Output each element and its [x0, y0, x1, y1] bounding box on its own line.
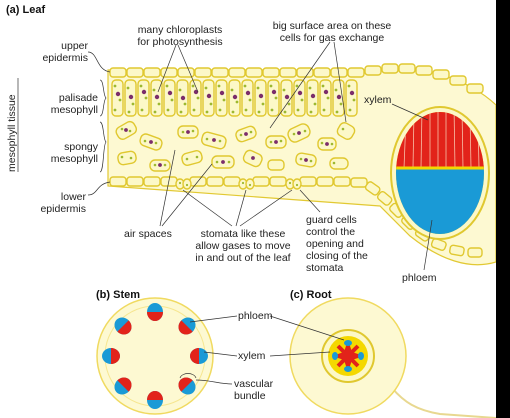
root-cross-section [270, 298, 496, 418]
leaf-panel-title: (a) Leaf [6, 4, 45, 16]
label-stomata: stomata like these allow gases to move i… [186, 228, 300, 264]
label-big-surface-area: big surface area on these cells for gas … [266, 20, 398, 44]
stem-panel-title: (b) Stem [96, 289, 140, 301]
label-lower-epidermis: lower epidermis [28, 191, 86, 215]
label-stem-phloem: phloem [238, 310, 272, 322]
label-palisade-mesophyll: palisade mesophyll [38, 92, 98, 116]
label-air-spaces: air spaces [124, 228, 172, 240]
biology-figure: (a) Leaf many chloroplasts for photosynt… [0, 0, 496, 418]
label-guard-cells: guard cells control the opening and clos… [306, 214, 368, 274]
label-vascular-bundle: vascular bundle [234, 378, 273, 402]
label-spongy-mesophyll: spongy mesophyll [38, 141, 98, 165]
label-xylem: xylem [364, 94, 391, 106]
label-stem-xylem: xylem [238, 350, 265, 362]
label-leaf-phloem: phloem [402, 272, 436, 284]
stem-cross-section [97, 298, 237, 414]
label-many-chloroplasts: many chloroplasts for photosynthesis [132, 24, 228, 48]
root-panel-title: (c) Root [290, 289, 332, 301]
label-mesophyll-tissue: mesophyll tissue [6, 94, 18, 172]
label-upper-epidermis: upper epidermis [30, 40, 88, 64]
